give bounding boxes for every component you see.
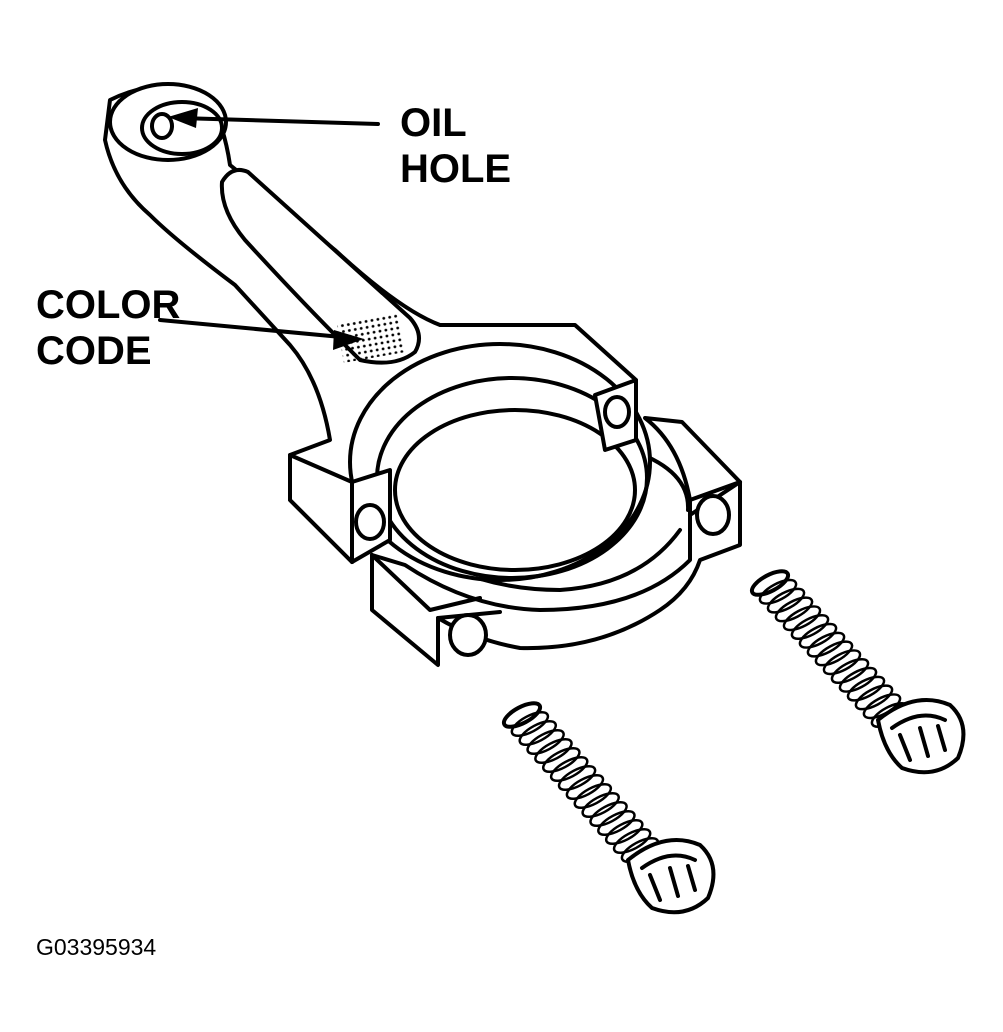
color-code-line-2: CODE (36, 329, 152, 373)
thread-ring (597, 810, 636, 836)
thread-ring (534, 738, 573, 764)
bolt-left (501, 701, 716, 915)
figure-id: G03395934 (36, 934, 157, 960)
thread-ring (589, 801, 628, 827)
thread-ring (749, 569, 791, 597)
thread-ring (766, 587, 806, 614)
thread-ring (798, 622, 838, 649)
thread-ring (501, 701, 543, 729)
thread-ring (774, 596, 814, 623)
oil-hole-line-2: HOLE (400, 147, 512, 191)
thread-ring (854, 684, 894, 711)
thread-ring (573, 783, 613, 809)
thread-ring (814, 640, 854, 667)
thread-ring (758, 578, 798, 605)
thread-ring (822, 649, 862, 676)
color-code-arrow (158, 318, 364, 350)
color-code-line-1: COLOR (36, 283, 181, 327)
color-code-label: COLOR CODE (36, 282, 180, 374)
rod-body (103, 82, 652, 582)
thread-ring (830, 658, 870, 684)
thread-ring (542, 747, 581, 773)
thread-ring (604, 819, 644, 845)
thread-ring (581, 792, 620, 818)
thread-ring (790, 614, 830, 640)
thread-ring (846, 675, 886, 702)
thread-ring (806, 631, 846, 658)
thread-ring (612, 828, 652, 854)
oil-hole-label: OIL HOLE (400, 100, 511, 192)
thread-ring (782, 605, 822, 632)
thread-ring (557, 765, 597, 791)
oil-hole-line-1: OIL (400, 101, 467, 145)
bolt-right (749, 569, 966, 775)
thread-ring (526, 729, 565, 755)
oil-hole-arrow (168, 108, 380, 128)
thread-ring (510, 711, 550, 737)
thread-ring (549, 756, 589, 782)
thread-ring (838, 666, 878, 693)
thread-ring (565, 774, 605, 800)
thread-ring (518, 720, 558, 746)
